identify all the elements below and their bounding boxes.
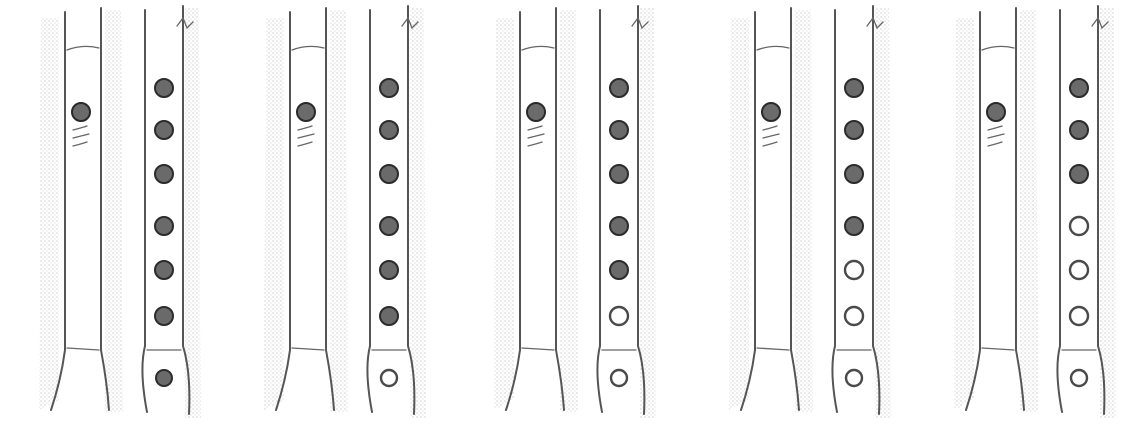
finger-hole-3-closed bbox=[610, 165, 628, 183]
finger-hole-2-closed bbox=[155, 121, 173, 139]
thumb-hole-closed bbox=[297, 103, 315, 121]
finger-hole-6-open bbox=[610, 307, 628, 325]
rear-view-lip-line bbox=[757, 46, 789, 50]
rear-view-joint-line bbox=[522, 348, 554, 350]
finger-hole-1-closed bbox=[610, 79, 628, 97]
rear-view-left-shading bbox=[729, 18, 749, 410]
rear-view-lip-line bbox=[67, 46, 99, 50]
thumb-hole-closed bbox=[987, 103, 1005, 121]
finger-hole-7-open bbox=[381, 370, 397, 386]
rear-view-right-shading bbox=[560, 10, 578, 412]
front-view-right-shading bbox=[1100, 8, 1116, 418]
finger-hole-7-open bbox=[611, 370, 627, 386]
thumb-hole-closed bbox=[527, 103, 545, 121]
rear-view-right-shading bbox=[330, 10, 348, 412]
finger-hole-1-closed bbox=[1070, 79, 1088, 97]
rear-view-lip-line bbox=[522, 46, 554, 50]
finger-hole-7-closed bbox=[156, 370, 172, 386]
finger-hole-4-closed bbox=[380, 217, 398, 235]
fingering-diagram-1 bbox=[39, 6, 201, 418]
finger-hole-1-closed bbox=[155, 79, 173, 97]
front-view-right-shading bbox=[640, 8, 656, 418]
finger-hole-3-closed bbox=[380, 165, 398, 183]
rear-view-left-shading bbox=[954, 18, 974, 410]
fingering-diagram-2 bbox=[264, 6, 426, 418]
finger-hole-3-closed bbox=[155, 165, 173, 183]
finger-hole-6-open bbox=[1070, 307, 1088, 325]
rear-view-joint-line bbox=[982, 348, 1014, 350]
rear-view-left-shading bbox=[264, 18, 284, 410]
finger-hole-4-closed bbox=[155, 217, 173, 235]
finger-hole-2-closed bbox=[610, 121, 628, 139]
finger-hole-4-closed bbox=[845, 217, 863, 235]
front-view-right-shading bbox=[185, 8, 201, 418]
finger-hole-5-open bbox=[1070, 261, 1088, 279]
thumb-hole-closed bbox=[72, 103, 90, 121]
thumb-hole-closed bbox=[762, 103, 780, 121]
finger-hole-7-open bbox=[1071, 370, 1087, 386]
rear-view-right-shading bbox=[795, 10, 813, 412]
rear-view-right-shading bbox=[1020, 10, 1038, 412]
finger-hole-2-closed bbox=[1070, 121, 1088, 139]
front-view-left-edge bbox=[1057, 10, 1062, 412]
rear-view-left-shading bbox=[39, 18, 59, 410]
fingering-diagram-4 bbox=[729, 6, 891, 418]
finger-hole-3-closed bbox=[1070, 165, 1088, 183]
rear-view-joint-line bbox=[757, 348, 789, 350]
finger-hole-1-closed bbox=[380, 79, 398, 97]
finger-hole-5-closed bbox=[610, 261, 628, 279]
finger-hole-6-closed bbox=[155, 307, 173, 325]
rear-view-left-shading bbox=[494, 18, 514, 410]
fingering-diagram-5 bbox=[954, 6, 1116, 418]
front-view-left-edge bbox=[367, 10, 372, 412]
front-view-right-shading bbox=[410, 8, 426, 418]
rear-view-grip-marks bbox=[988, 126, 1004, 146]
fingering-diagram-3 bbox=[494, 6, 656, 418]
finger-hole-5-closed bbox=[380, 261, 398, 279]
finger-hole-2-closed bbox=[845, 121, 863, 139]
finger-hole-2-closed bbox=[380, 121, 398, 139]
front-view-left-edge bbox=[832, 10, 837, 412]
rear-view-lip-line bbox=[292, 46, 324, 50]
front-view-left-edge bbox=[597, 10, 602, 412]
finger-hole-1-closed bbox=[845, 79, 863, 97]
finger-hole-3-closed bbox=[845, 165, 863, 183]
rear-view-grip-marks bbox=[528, 126, 544, 146]
rear-view-grip-marks bbox=[73, 126, 89, 146]
rear-view-grip-marks bbox=[763, 126, 779, 146]
finger-hole-4-closed bbox=[610, 217, 628, 235]
rear-view-joint-line bbox=[67, 348, 99, 350]
finger-hole-5-open bbox=[845, 261, 863, 279]
fingering-diagrams bbox=[39, 6, 1116, 418]
finger-hole-6-open bbox=[845, 307, 863, 325]
finger-hole-4-open bbox=[1070, 217, 1088, 235]
front-view-right-shading bbox=[875, 8, 891, 418]
front-view-left-edge bbox=[142, 10, 147, 412]
rear-view-right-shading bbox=[105, 10, 123, 412]
finger-hole-5-closed bbox=[155, 261, 173, 279]
finger-hole-7-open bbox=[846, 370, 862, 386]
finger-hole-6-closed bbox=[380, 307, 398, 325]
rear-view-lip-line bbox=[982, 46, 1014, 50]
rear-view-grip-marks bbox=[298, 126, 314, 146]
rear-view-joint-line bbox=[292, 348, 324, 350]
